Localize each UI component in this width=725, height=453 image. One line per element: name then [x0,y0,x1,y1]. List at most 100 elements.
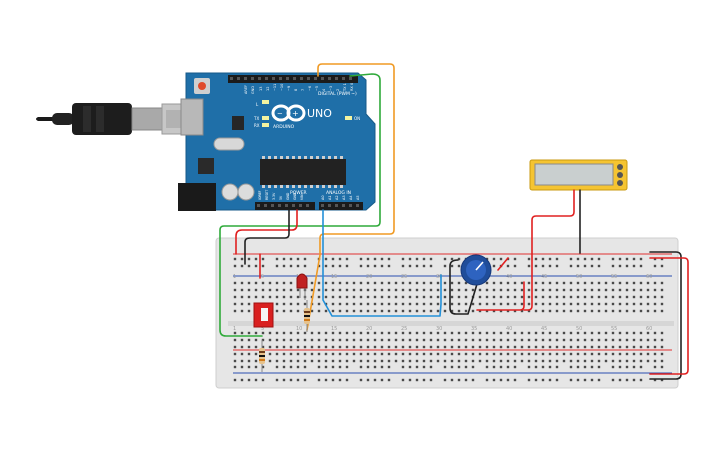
breadboard-hole[interactable] [233,359,237,363]
breadboard-hole[interactable] [380,345,384,349]
breadboard-hole[interactable] [541,288,545,292]
breadboard-hole[interactable] [345,359,349,363]
header-hole[interactable] [300,77,303,80]
breadboard-hole[interactable] [240,309,244,313]
breadboard-hole[interactable] [534,345,538,349]
breadboard-hole[interactable] [569,338,573,342]
breadboard-hole[interactable] [541,295,545,299]
breadboard-hole[interactable] [282,309,286,313]
breadboard-hole[interactable] [394,331,398,335]
breadboard-hole[interactable] [569,331,573,335]
breadboard-hole[interactable] [380,338,384,342]
breadboard-hole[interactable] [506,359,510,363]
breadboard-hole[interactable] [492,378,496,382]
breadboard-hole[interactable] [373,264,377,268]
breadboard-hole[interactable] [541,352,545,356]
breadboard-hole[interactable] [415,352,419,356]
breadboard-hole[interactable] [240,345,244,349]
breadboard-hole[interactable] [408,295,412,299]
breadboard-hole[interactable] [289,288,293,292]
breadboard-hole[interactable] [597,295,601,299]
breadboard-hole[interactable] [611,264,615,268]
breadboard-hole[interactable] [401,352,405,356]
breadboard-hole[interactable] [233,309,237,313]
breadboard-hole[interactable] [373,302,377,306]
breadboard-hole[interactable] [443,264,447,268]
breadboard-hole[interactable] [576,352,580,356]
breadboard-hole[interactable] [373,352,377,356]
breadboard-hole[interactable] [457,331,461,335]
breadboard-hole[interactable] [534,378,538,382]
breadboard-hole[interactable] [275,309,279,313]
breadboard-hole[interactable] [534,288,538,292]
breadboard-hole[interactable] [310,281,314,285]
breadboard-hole[interactable] [639,338,643,342]
breadboard-hole[interactable] [527,359,531,363]
breadboard-hole[interactable] [660,257,664,261]
breadboard-hole[interactable] [331,345,335,349]
breadboard-hole[interactable] [408,281,412,285]
breadboard-hole[interactable] [499,359,503,363]
breadboard-hole[interactable] [289,378,293,382]
breadboard-hole[interactable] [625,345,629,349]
breadboard-hole[interactable] [289,359,293,363]
breadboard-hole[interactable] [555,295,559,299]
blue-wire[interactable] [322,209,442,317]
breadboard-hole[interactable] [625,281,629,285]
breadboard-hole[interactable] [429,365,433,369]
breadboard-hole[interactable] [408,352,412,356]
breadboard-hole[interactable] [513,295,517,299]
breadboard-hole[interactable] [506,281,510,285]
breadboard-hole[interactable] [576,302,580,306]
breadboard-hole[interactable] [443,295,447,299]
breadboard-hole[interactable] [303,264,307,268]
breadboard-hole[interactable] [240,302,244,306]
breadboard-hole[interactable] [646,352,650,356]
breadboard-hole[interactable] [499,257,503,261]
breadboard-hole[interactable] [380,295,384,299]
breadboard-hole[interactable] [240,331,244,335]
breadboard-hole[interactable] [240,378,244,382]
breadboard-hole[interactable] [338,264,342,268]
breadboard-hole[interactable] [499,352,503,356]
breadboard-hole[interactable] [513,338,517,342]
breadboard-hole[interactable] [366,338,370,342]
breadboard-hole[interactable] [555,365,559,369]
breadboard-hole[interactable] [590,331,594,335]
breadboard-hole[interactable] [324,257,328,261]
breadboard-hole[interactable] [415,345,419,349]
black-wire-gnd[interactable] [244,209,290,265]
breadboard-hole[interactable] [485,281,489,285]
breadboard-hole[interactable] [408,264,412,268]
breadboard-hole[interactable] [639,295,643,299]
breadboard-hole[interactable] [611,359,615,363]
breadboard-hole[interactable] [436,295,440,299]
breadboard-hole[interactable] [611,302,615,306]
breadboard-hole[interactable] [359,295,363,299]
orange-wire[interactable] [306,63,395,331]
breadboard-hole[interactable] [548,378,552,382]
breadboard-hole[interactable] [541,309,545,313]
breadboard-hole[interactable] [527,257,531,261]
breadboard-hole[interactable] [646,359,650,363]
breadboard-hole[interactable] [604,295,608,299]
breadboard-hole[interactable] [352,359,356,363]
breadboard-hole[interactable] [436,281,440,285]
breadboard-hole[interactable] [240,264,244,268]
breadboard-hole[interactable] [646,331,650,335]
breadboard-hole[interactable] [569,345,573,349]
breadboard-hole[interactable] [450,365,454,369]
resistor[interactable] [304,300,310,332]
breadboard-hole[interactable] [254,378,258,382]
red-wire-rail-right[interactable] [649,257,689,375]
breadboard-hole[interactable] [471,378,475,382]
breadboard-hole[interactable] [261,345,265,349]
breadboard-hole[interactable] [520,352,524,356]
breadboard-hole[interactable] [450,359,454,363]
breadboard-hole[interactable] [373,288,377,292]
breadboard-hole[interactable] [520,288,524,292]
breadboard-hole[interactable] [576,288,580,292]
breadboard-hole[interactable] [555,281,559,285]
breadboard-hole[interactable] [247,281,251,285]
breadboard-hole[interactable] [247,378,251,382]
